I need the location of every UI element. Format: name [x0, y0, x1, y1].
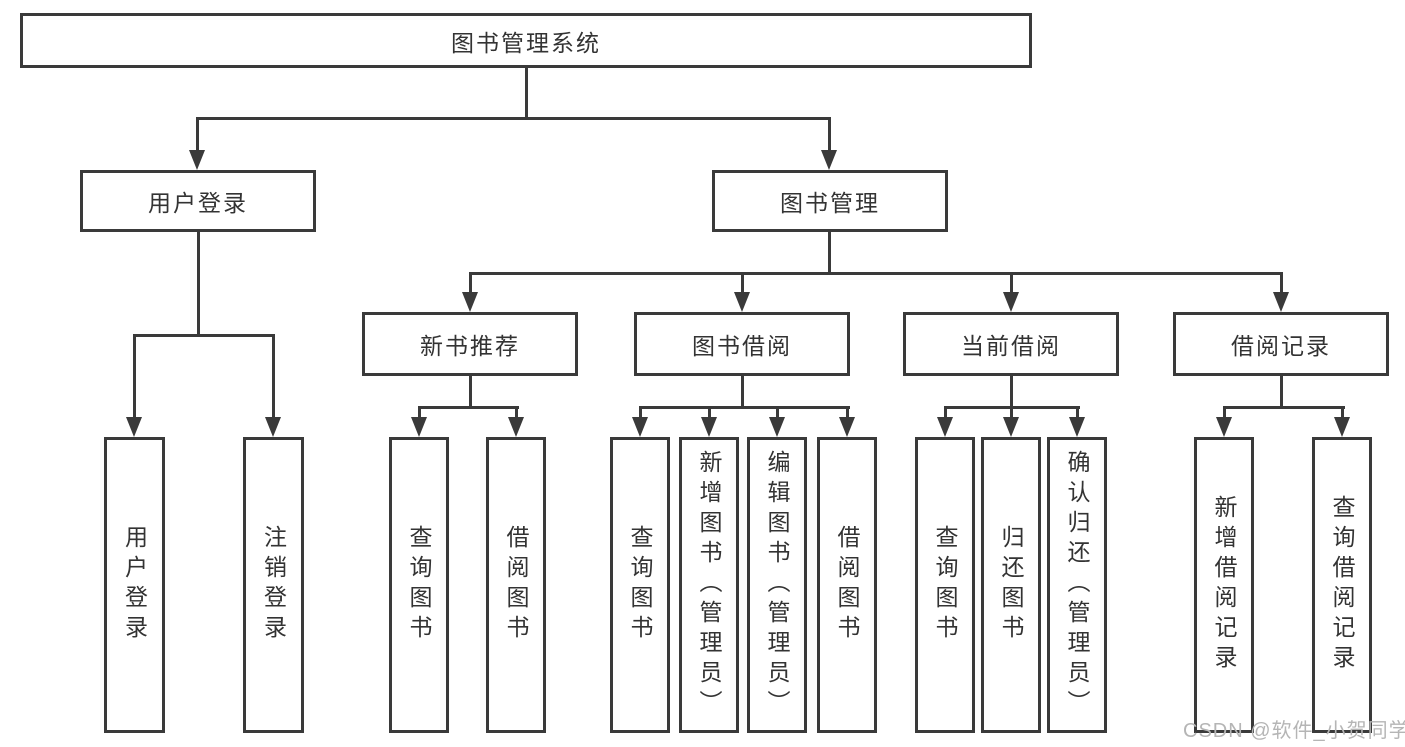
- arrowhead-leaf: [1216, 417, 1232, 437]
- arrowhead-leaf: [508, 417, 524, 437]
- node-book-borrow-label: 图书借阅: [692, 333, 792, 359]
- arrowhead-current-borrow: [1003, 292, 1019, 312]
- leaf-cb-confirm-return-admin: 确认归还（管理员）: [1047, 437, 1107, 733]
- leaf-bb-edit-book-admin-label: 编辑图书（管理员）: [764, 450, 790, 720]
- node-user-login-label: 用户登录: [148, 190, 248, 216]
- connector-drop-leaf-login: [133, 334, 136, 418]
- arrowhead-user-login: [189, 150, 205, 170]
- connector-drop-new-book: [469, 272, 472, 294]
- leaf-br-add-record-label: 新增借阅记录: [1211, 495, 1237, 675]
- connector-drop-borrow-record: [1280, 272, 1283, 294]
- arrowhead-leaf: [701, 417, 717, 437]
- connector-book-mgmt-down: [828, 232, 831, 274]
- arrowhead-leaf: [1069, 417, 1085, 437]
- node-current-borrow-label: 当前借阅: [961, 333, 1061, 359]
- leaf-br-query-record: 查询借阅记录: [1312, 437, 1372, 733]
- connector-stub: [1341, 406, 1344, 418]
- arrowhead-new-book: [462, 292, 478, 312]
- arrowhead-leaf-logout: [265, 417, 281, 437]
- arrowhead-leaf: [839, 417, 855, 437]
- leaf-bb-add-book-admin: 新增图书（管理员）: [679, 437, 739, 733]
- connector-new-book-branch: [418, 406, 519, 409]
- connector-stub: [515, 406, 518, 418]
- connector-stub: [1223, 406, 1226, 418]
- arrowhead-leaf: [1334, 417, 1350, 437]
- node-borrow-record-label: 借阅记录: [1231, 333, 1331, 359]
- arrowhead-leaf: [411, 417, 427, 437]
- node-root: 图书管理系统: [20, 13, 1032, 68]
- leaf-logout-label: 注销登录: [260, 525, 287, 645]
- leaf-user-login: 用户登录: [104, 437, 165, 733]
- arrowhead-leaf: [1003, 417, 1019, 437]
- connector-stub: [1076, 406, 1079, 418]
- arrowhead-leaf: [937, 417, 953, 437]
- arrowhead-borrow-record: [1273, 292, 1289, 312]
- leaf-bb-query-book: 查询图书: [610, 437, 670, 733]
- leaf-bb-edit-book-admin: 编辑图书（管理员）: [747, 437, 807, 733]
- leaf-nb-borrow-book: 借阅图书: [486, 437, 546, 733]
- leaf-logout: 注销登录: [243, 437, 304, 733]
- connector-stub: [846, 406, 849, 418]
- connector-drop-current-borrow: [1010, 272, 1013, 294]
- connector-borrow-record-down: [1280, 376, 1283, 408]
- leaf-nb-borrow-book-label: 借阅图书: [503, 525, 529, 645]
- connector-borrow-record-branch: [1223, 406, 1345, 409]
- leaf-cb-confirm-return-admin-label: 确认归还（管理员）: [1064, 450, 1090, 720]
- connector-stub: [708, 406, 711, 418]
- connector-drop-leaf-logout: [272, 334, 275, 418]
- connector-stub: [1010, 406, 1013, 418]
- leaf-br-query-record-label: 查询借阅记录: [1329, 495, 1355, 675]
- connector-current-borrow-down: [1010, 376, 1013, 408]
- leaf-bb-add-book-admin-label: 新增图书（管理员）: [696, 450, 722, 720]
- leaf-bb-borrow-book-label: 借阅图书: [834, 525, 860, 645]
- arrowhead-leaf: [632, 417, 648, 437]
- connector-stub: [944, 406, 947, 418]
- connector-new-book-down: [469, 376, 472, 408]
- leaf-cb-return-book-label: 归还图书: [998, 525, 1024, 645]
- node-borrow-record: 借阅记录: [1173, 312, 1389, 376]
- connector-drop-user-login: [196, 117, 199, 153]
- node-current-borrow: 当前借阅: [903, 312, 1119, 376]
- connector-root-down: [525, 68, 528, 119]
- leaf-br-add-record: 新增借阅记录: [1194, 437, 1254, 733]
- node-new-book-rec: 新书推荐: [362, 312, 578, 376]
- connector-root-branch: [196, 117, 831, 120]
- connector-drop-book-mgmt: [828, 117, 831, 153]
- arrowhead-book-borrow: [734, 292, 750, 312]
- leaf-nb-query-book: 查询图书: [389, 437, 449, 733]
- connector-user-login-down: [197, 232, 200, 336]
- connector-stub: [776, 406, 779, 418]
- connector-book-borrow-down: [741, 376, 744, 408]
- arrowhead-book-mgmt: [821, 150, 837, 170]
- node-book-borrow: 图书借阅: [634, 312, 850, 376]
- leaf-cb-query-book: 查询图书: [915, 437, 975, 733]
- connector-book-mgmt-branch: [469, 272, 1283, 275]
- node-root-label: 图书管理系统: [451, 29, 601, 56]
- connector-drop-book-borrow: [741, 272, 744, 294]
- node-new-book-rec-label: 新书推荐: [420, 333, 520, 359]
- leaf-bb-query-book-label: 查询图书: [627, 525, 653, 645]
- connector-book-borrow-branch: [639, 406, 850, 409]
- arrowhead-leaf: [769, 417, 785, 437]
- csdn-watermark: CSDN @软件_小贺同学: [1183, 720, 1405, 742]
- node-book-mgmt-label: 图书管理: [780, 190, 880, 216]
- leaf-user-login-label: 用户登录: [121, 525, 148, 645]
- connector-user-login-branch: [133, 334, 275, 337]
- node-book-mgmt: 图书管理: [712, 170, 948, 232]
- leaf-bb-borrow-book: 借阅图书: [817, 437, 877, 733]
- arrowhead-leaf-login: [126, 417, 142, 437]
- node-user-login: 用户登录: [80, 170, 316, 232]
- leaf-nb-query-book-label: 查询图书: [406, 525, 432, 645]
- leaf-cb-query-book-label: 查询图书: [932, 525, 958, 645]
- connector-stub: [418, 406, 421, 418]
- connector-stub: [639, 406, 642, 418]
- leaf-cb-return-book: 归还图书: [981, 437, 1041, 733]
